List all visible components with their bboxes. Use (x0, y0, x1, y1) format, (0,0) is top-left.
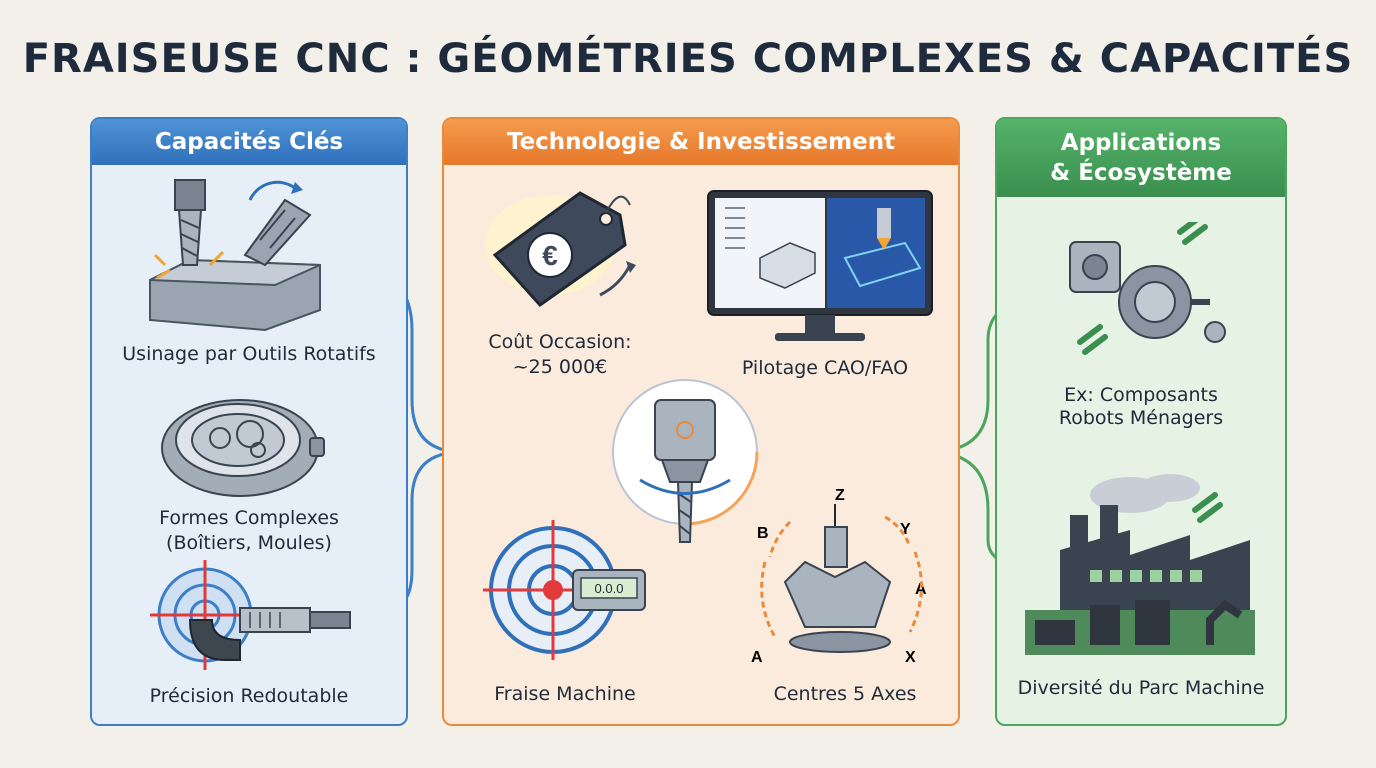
page-title: FRAISEUSE CNC : GÉOMÉTRIES COMPLEXES & C… (22, 36, 1354, 82)
panel-capacites-header: Capacités Clés (92, 119, 406, 165)
factory-icon (1025, 474, 1255, 655)
label-parc: Diversité du Parc Machine (1017, 677, 1265, 699)
panel-applications-header: Applications & Écosystème (997, 119, 1285, 197)
panel-applications-header-1: Applications (1060, 130, 1222, 156)
cad-cam-monitor-icon (707, 190, 933, 341)
label-formes-1: Formes Complexes (159, 507, 339, 529)
axis-a1: A (915, 581, 927, 598)
label-cout-1: Coût Occasion: (488, 331, 632, 353)
label-ex-1: Ex: Composants (1064, 384, 1218, 406)
caliper-readout: 0.0.0 (595, 581, 624, 596)
label-cout-2: ~25 000€ (512, 356, 608, 378)
axis-z: Z (835, 487, 845, 504)
five-axis-icon: Z Y B A A X (751, 487, 927, 666)
axis-b: B (757, 525, 769, 542)
panel-applications-header-2: & Écosystème (1050, 160, 1232, 186)
watch-case-icon (161, 399, 325, 497)
rotary-tool-icon (149, 179, 321, 332)
axis-y: Y (900, 521, 911, 538)
target-caliper-icon: 0.0.0 (483, 520, 646, 660)
axis-a2: A (751, 649, 763, 666)
label-centres: Centres 5 Axes (773, 683, 917, 705)
label-fraise: Fraise Machine (494, 683, 636, 705)
label-formes-2: (Boîtiers, Moules) (166, 532, 332, 554)
robot-component-icon (1069, 222, 1226, 355)
label-usinage: Usinage par Outils Rotatifs (122, 343, 376, 365)
label-pilotage: Pilotage CAO/FAO (741, 357, 909, 379)
panel-technologie-header: Technologie & Investissement (444, 119, 958, 165)
spindle-icon (611, 378, 759, 543)
euro-price-tag-icon: € (485, 191, 636, 307)
label-precision: Précision Redoutable (149, 685, 349, 707)
micrometer-target-icon (150, 560, 351, 670)
euro-glyph: € (542, 240, 558, 271)
axis-x: X (905, 649, 916, 666)
label-ex-2: Robots Ménagers (1058, 407, 1224, 429)
